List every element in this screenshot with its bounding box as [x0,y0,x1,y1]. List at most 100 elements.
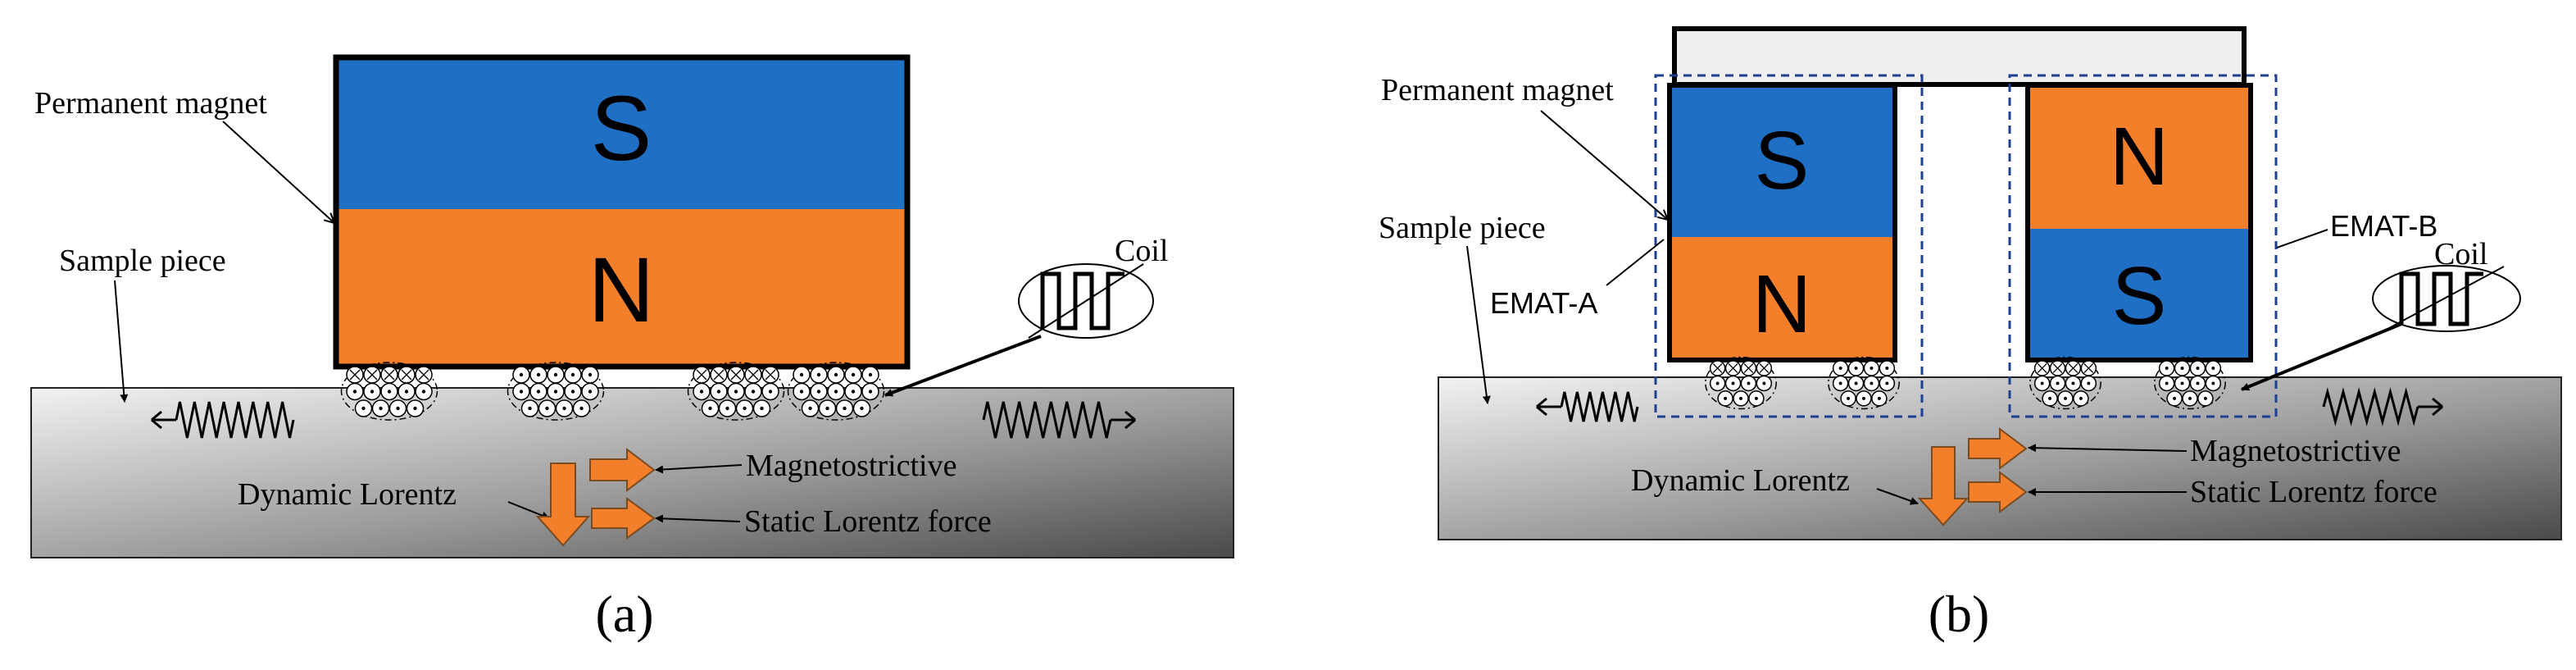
conductor-cluster [2029,356,2101,410]
cluster-outline [507,362,605,421]
conductor-dot [579,406,584,411]
conductor-dot [379,406,383,411]
conductor-dot [2071,381,2075,385]
wave-left-b [1536,391,1639,422]
magnet-b2-north-half [2028,85,2251,229]
pointer-magnetostrictive-b [2028,444,2188,453]
conductor-dot [387,390,392,394]
conductor-dot [851,372,856,377]
panel-a: S N Coil Permanent magnet Sample piece M… [30,54,1234,643]
pointer-sample-b [1466,245,1491,404]
arrow-magnetostrictive-a [589,447,656,493]
label-sample-piece-a: Sample piece [59,244,226,278]
cluster-outline [2154,356,2226,410]
conductor-cross [349,369,361,381]
conductor-cross [401,369,412,381]
wave-right-a [982,401,1136,439]
cluster-outline [2029,356,2101,410]
conductor-dot [2180,367,2184,370]
emat-a-box [1654,74,1924,418]
wave-left-a [151,401,295,439]
conductor-dot [553,390,558,394]
conductor-dot [562,406,566,411]
caption-b: (b) [1929,585,1990,643]
conductor-dot [2173,396,2177,400]
pointer-coil-a [884,335,1042,397]
conductor-dot [1885,381,1889,385]
conductor-cluster [340,362,438,421]
conductor-dot [734,390,738,394]
magnet-b1-outline [1667,83,1897,362]
conductor-cross [1743,363,1754,373]
conductor-cross [418,369,429,381]
conductor-dot [519,372,524,377]
conductor-cross [765,369,776,381]
conductor-cross [2052,363,2063,373]
conductor-dot [1847,396,1851,400]
arrow-static-lorentz-b [1968,471,2028,513]
conductor-cross [1728,363,1738,373]
conductor-dot [799,372,804,377]
conductor-dot [1762,381,1766,385]
conductor-dot [816,390,821,394]
magnet-a-bottom-pole: N [588,239,655,341]
panel-b: S N N S Coil Permanent magnet Sample pie… [1379,26,2562,643]
conductor-dot [2087,381,2091,385]
magnet-b2-bottom-pole: S [2112,250,2167,342]
conductor-dot [2064,396,2067,400]
cluster-outline [787,362,885,421]
coil-conductor-group [1705,356,2226,410]
magnet-b1-bottom-pole: N [1752,258,1811,350]
conductor-dot [413,406,417,411]
label-static-lorentz-a: Static Lorentz force [744,504,992,539]
conductor-dot [760,406,764,411]
pointer-emat-b [2276,229,2328,248]
conductor-dot [2079,396,2083,400]
cluster-outline [687,362,785,421]
conductor-cluster [1705,356,1777,410]
conductor-dot [528,406,532,411]
label-coil-b: Coil [2434,237,2487,271]
conductor-cross [730,369,742,381]
conductor-dot [396,406,400,411]
conductor-dot [2196,367,2200,370]
conductor-dot [2180,381,2184,385]
conductor-dot [1870,367,1874,370]
conductor-dot [1715,381,1720,385]
cluster-outline [340,362,438,421]
conductor-dot [553,372,558,377]
label-coil-a: Coil [1115,234,1168,268]
conductor-dot [361,406,366,411]
label-permanent-magnet-a: Permanent magnet [34,86,267,121]
conductor-dot [1877,396,1881,400]
conductor-dot [834,372,838,377]
pointer-dynamic-lorentz-b [1876,488,1919,505]
conductor-dot [716,390,721,394]
label-emat-b: EMAT-B [2330,209,2437,243]
magnet-b2-outline [2025,83,2253,362]
conductor-dot [2040,381,2044,385]
coil-symbol-b [2372,265,2521,332]
label-permanent-magnet-b: Permanent magnet [1381,73,1614,107]
conductor-dot [699,390,704,394]
caption-a: (a) [595,585,653,643]
conductor-dot [1754,396,1758,400]
pointer-sample-a [114,280,129,403]
conductor-dot [1747,381,1751,385]
conductor-cluster [2154,356,2226,410]
arrow-magnetostrictive-b [1968,427,2028,470]
label-dynamic-lorentz-b: Dynamic Lorentz [1631,463,1850,498]
conductor-dot [2188,396,2192,400]
conductor-dot [2165,367,2169,370]
conductor-dot [816,372,821,377]
conductor-dot [1854,381,1858,385]
magnet-a-outline [333,54,911,370]
arrow-dynamic-lorentz-b [1917,446,1969,526]
conductor-cluster [687,362,785,421]
arrow-dynamic-lorentz-a [535,463,591,547]
conductor-dot [545,406,549,411]
conductor-dot [768,390,773,394]
conductor-dot [536,390,541,394]
conductor-dot [1838,367,1842,370]
conductor-cross [1712,363,1723,373]
